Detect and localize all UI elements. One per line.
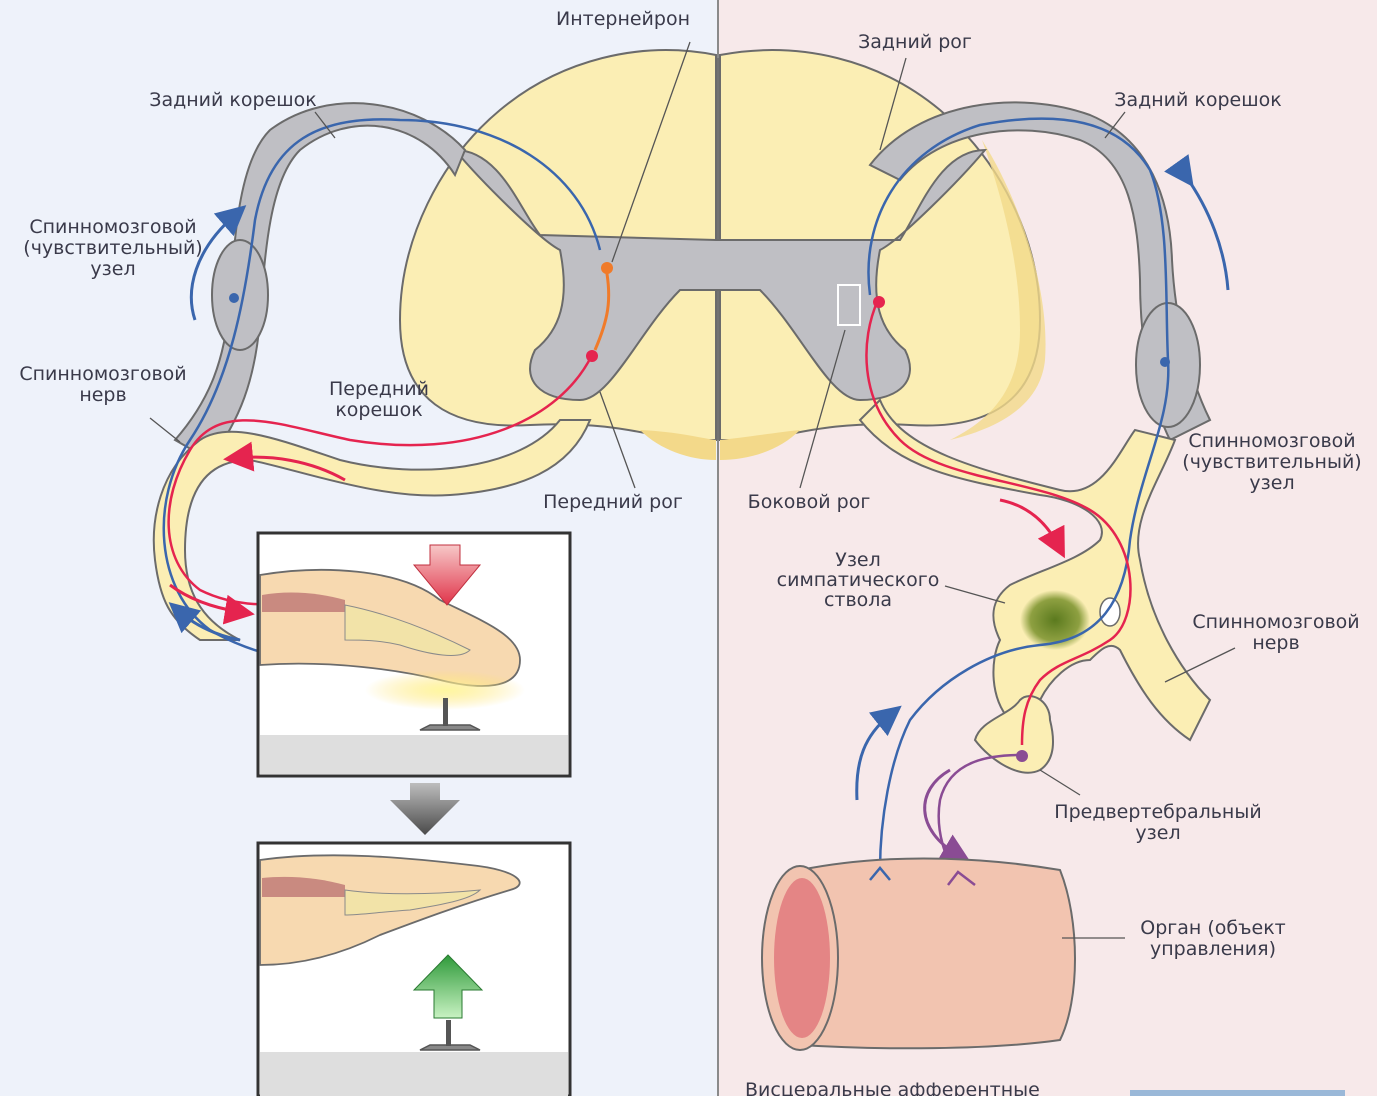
candle-base xyxy=(420,725,480,730)
label-sympathetic-ganglion-2: симпатического xyxy=(777,569,940,591)
label-lateral-horn: Боковой рог xyxy=(748,491,871,513)
label-organ-2: управления) xyxy=(1150,938,1276,960)
label-prevertebral-1: Предвертебральный xyxy=(1054,801,1261,823)
label-spinal-nerve-left-1: Спинномозговой xyxy=(19,363,186,385)
label-anterior-root-1: Передний xyxy=(329,378,429,400)
organ-tube xyxy=(762,858,1075,1050)
flame-icon xyxy=(443,698,448,726)
label-posterior-horn: Задний рог xyxy=(858,31,972,53)
inset-withdrawal xyxy=(258,843,570,1096)
label-organ-1: Орган (объект xyxy=(1140,917,1286,939)
label-spinal-ganglion-left-3: узел xyxy=(90,258,135,280)
inset-pain-stimulus xyxy=(258,533,570,776)
label-visceral-afferent: Висцеральные афферентные xyxy=(745,1079,1040,1096)
sympathetic-ganglion-shading xyxy=(1020,590,1090,650)
label-spinal-ganglion-left-1: Спинномозговой xyxy=(29,216,196,238)
label-posterior-root-right: Задний корешок xyxy=(1114,89,1281,111)
label-interneuron: Интернейрон xyxy=(556,8,690,30)
label-spinal-ganglion-right-3: узел xyxy=(1249,472,1294,494)
label-spinal-nerve-right-2: нерв xyxy=(1252,632,1299,654)
label-sympathetic-ganglion-1: Узел xyxy=(835,549,881,571)
label-spinal-nerve-right-1: Спинномозговой xyxy=(1192,611,1359,633)
label-spinal-ganglion-right-1: Спинномозговой xyxy=(1188,430,1355,452)
label-prevertebral-2: узел xyxy=(1135,822,1180,844)
legend-bar-fragment xyxy=(1130,1090,1345,1096)
label-spinal-ganglion-left-2: (чувствительный) xyxy=(23,237,202,259)
label-sympathetic-ganglion-3: ствола xyxy=(824,589,892,611)
label-spinal-ganglion-right-2: (чувствительный) xyxy=(1182,451,1361,473)
label-anterior-root-2: корешок xyxy=(335,399,422,421)
label-spinal-nerve-left-2: нерв xyxy=(79,384,126,406)
label-anterior-horn: Передний рог xyxy=(543,491,683,513)
label-posterior-root-left: Задний корешок xyxy=(149,89,316,111)
